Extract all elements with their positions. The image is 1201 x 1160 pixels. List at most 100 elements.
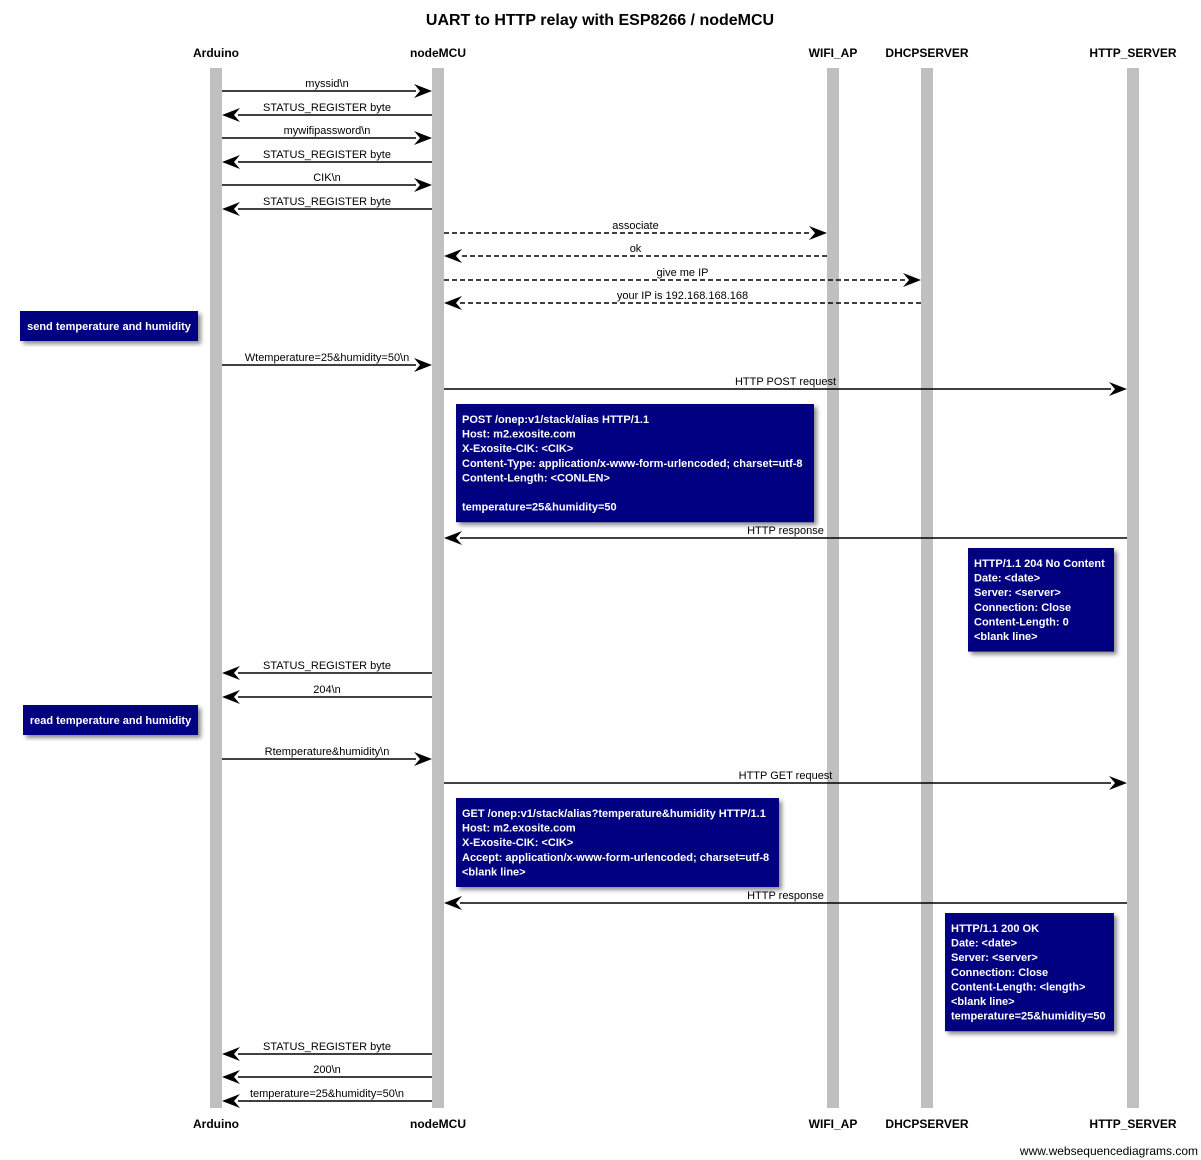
note-10: send temperature and humidity: [20, 311, 198, 341]
arrowhead: [444, 249, 462, 263]
note-line: HTTP/1.1 204 No Content: [974, 558, 1105, 570]
lifeline-http: [1127, 68, 1139, 1108]
message-19: Rtemperature&humidity\n: [222, 746, 432, 766]
arrowhead: [414, 752, 432, 766]
message-14: HTTP response: [444, 525, 1127, 545]
message-1: STATUS_REGISTER byte: [222, 102, 432, 122]
message-6: associate: [444, 220, 827, 240]
note-line: Content-Length: 0: [974, 616, 1069, 628]
message-5: STATUS_REGISTER byte: [222, 196, 432, 216]
arrowhead: [222, 666, 240, 680]
message-label: HTTP response: [747, 890, 824, 902]
message-label: CIK\n: [313, 172, 341, 184]
note-box: [23, 705, 198, 735]
arrowhead: [414, 358, 432, 372]
note-line: X-Exosite-CIK: <CIK>: [462, 837, 573, 849]
note-box: [456, 798, 779, 887]
message-11: Wtemperature=25&humidity=50\n: [222, 352, 432, 372]
message-7: ok: [444, 243, 827, 263]
message-25: 200\n: [222, 1064, 432, 1084]
message-label: HTTP response: [747, 525, 824, 537]
arrowhead: [1109, 382, 1127, 396]
message-label: Rtemperature&humidity\n: [265, 746, 390, 758]
lifeline-dhcp: [921, 68, 933, 1108]
participant-bottom-arduino: Arduino: [193, 1117, 239, 1131]
arrowhead: [222, 108, 240, 122]
participant-top-wifi_ap: WIFI_AP: [809, 46, 858, 60]
arrowhead: [222, 1047, 240, 1061]
message-16: STATUS_REGISTER byte: [222, 660, 432, 680]
arrowhead: [809, 226, 827, 240]
message-24: STATUS_REGISTER byte: [222, 1041, 432, 1061]
arrowhead: [444, 896, 462, 910]
note-line: <blank line>: [951, 996, 1015, 1008]
arrowhead: [1109, 776, 1127, 790]
participant-bottom-http: HTTP_SERVER: [1089, 1117, 1176, 1131]
arrowhead: [414, 131, 432, 145]
arrowhead: [222, 1094, 240, 1108]
participant-labels: ArduinoArduinonodeMCUnodeMCUWIFI_APWIFI_…: [193, 46, 1177, 1131]
arrowhead: [444, 531, 462, 545]
participant-top-http: HTTP_SERVER: [1089, 46, 1176, 60]
note-line: POST /onep:v1/stack/alias HTTP/1.1: [462, 414, 649, 426]
message-label: 204\n: [313, 684, 341, 696]
note-box: [20, 311, 198, 341]
note-line: Accept: application/x-www-form-urlencode…: [462, 852, 769, 864]
arrowhead: [903, 273, 921, 287]
diagram-title: UART to HTTP relay with ESP8266 / nodeMC…: [426, 12, 774, 29]
participant-bottom-wifi_ap: WIFI_AP: [809, 1117, 858, 1131]
message-label: STATUS_REGISTER byte: [263, 196, 391, 208]
message-label: 200\n: [313, 1064, 341, 1076]
message-2: mywifipassword\n: [222, 125, 432, 145]
note-box: [945, 913, 1114, 1032]
message-label: STATUS_REGISTER byte: [263, 660, 391, 672]
message-label: Wtemperature=25&humidity=50\n: [245, 352, 409, 364]
arrowhead: [222, 1070, 240, 1084]
lifeline-wifi_ap: [827, 68, 839, 1108]
note-line: GET /onep:v1/stack/alias?temperature&hum…: [462, 808, 766, 820]
note-line: X-Exosite-CIK: <CIK>: [462, 443, 573, 455]
watermark: www.websequencediagrams.com: [1019, 1144, 1198, 1158]
arrowhead: [222, 155, 240, 169]
note-line: Content-Length: <length>: [951, 981, 1085, 993]
participant-bottom-nodemcu: nodeMCU: [410, 1117, 466, 1131]
note-line: Content-Type: application/x-www-form-url…: [462, 458, 803, 470]
lifelines: [210, 68, 1139, 1108]
message-label: mywifipassword\n: [284, 125, 371, 137]
message-20: HTTP GET request: [444, 770, 1127, 790]
lifeline-nodemcu: [432, 68, 444, 1108]
message-label: myssid\n: [305, 78, 348, 90]
message-12: HTTP POST request: [444, 376, 1127, 396]
message-label: HTTP POST request: [735, 376, 836, 388]
note-line: Host: m2.exosite.com: [462, 429, 576, 441]
arrowhead: [414, 84, 432, 98]
note-line: Content-Length: <CONLEN>: [462, 472, 610, 484]
message-4: CIK\n: [222, 172, 432, 192]
note-line: Server: <server>: [951, 952, 1038, 964]
message-label: associate: [612, 220, 658, 232]
arrowhead: [222, 690, 240, 704]
note-13: POST /onep:v1/stack/alias HTTP/1.1Host: …: [456, 404, 814, 523]
participant-top-nodemcu: nodeMCU: [410, 46, 466, 60]
note-line: <blank line>: [462, 866, 526, 878]
message-17: 204\n: [222, 684, 432, 704]
note-line: HTTP/1.1 200 OK: [951, 923, 1039, 935]
note-line: Connection: Close: [974, 602, 1071, 614]
message-label: STATUS_REGISTER byte: [263, 1041, 391, 1053]
message-label: ok: [630, 243, 642, 255]
message-label: give me IP: [657, 267, 709, 279]
message-26: temperature=25&humidity=50\n: [222, 1088, 432, 1108]
message-9: your IP is 192.168.168.168: [444, 290, 921, 310]
note-box: [456, 404, 814, 523]
participant-bottom-dhcp: DHCPSERVER: [885, 1117, 968, 1131]
lifeline-arduino: [210, 68, 222, 1108]
note-18: read temperature and humidity: [23, 705, 198, 735]
message-label: HTTP GET request: [739, 770, 833, 782]
note-line: Connection: Close: [951, 967, 1048, 979]
message-8: give me IP: [444, 267, 921, 287]
note-line: Host: m2.exosite.com: [462, 823, 576, 835]
